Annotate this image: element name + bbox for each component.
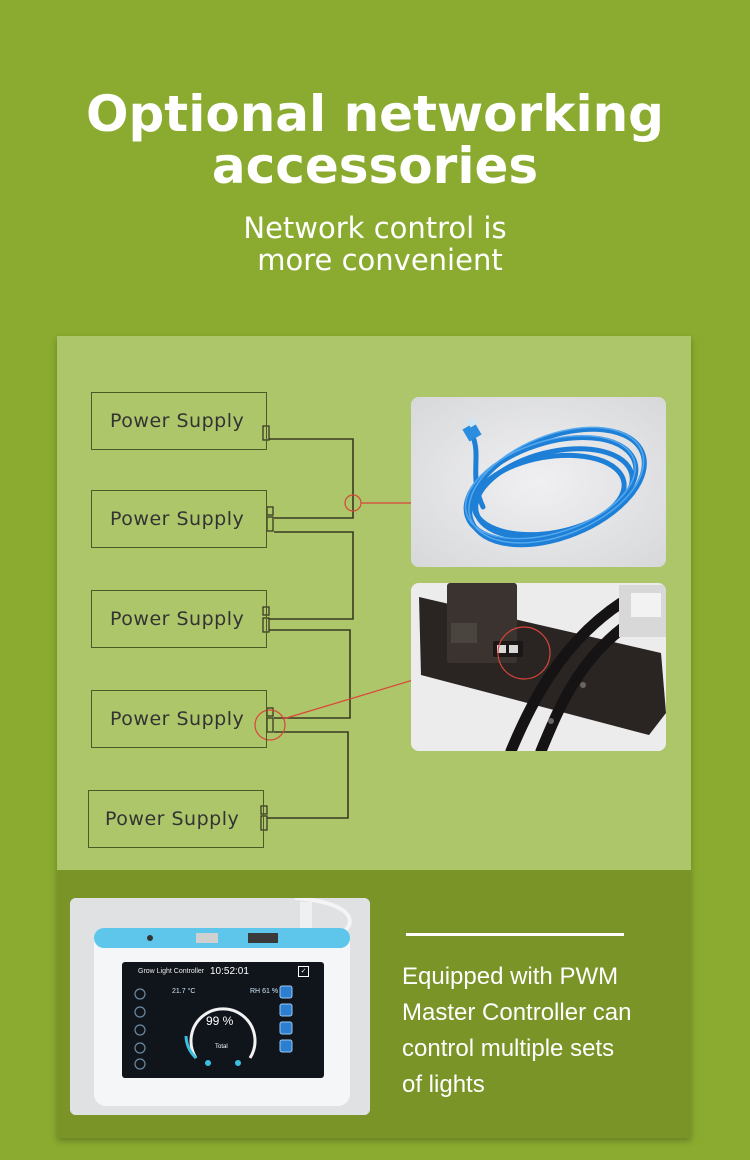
controller-photo: Grow Light Controller 10:52:01 ✓ 21.7 °C… [70,898,370,1115]
screen-temperature: 21.7 °C [172,988,195,995]
screen-humidity: RH 61 % [250,988,278,995]
subtitle-line-2: more convenient [257,243,503,277]
humidity-unit: % [271,988,279,995]
network-port-photo [411,583,666,751]
screen-app-title: Grow Light Controller [138,968,205,975]
title-line-1: Optional networking [86,85,664,143]
feature-line-4: of lights [402,1071,485,1098]
network-port-illustration [411,583,666,751]
wiring-diagram-panel: Power Supply Power Supply Power Supply P… [57,336,691,870]
title-line-2: accessories [211,137,539,195]
feature-line-3: control multiple sets [402,1035,615,1062]
content-panel: Power Supply Power Supply Power Supply P… [57,336,691,1138]
power-supply-1: Power Supply [91,392,267,450]
power-supply-5: Power Supply [88,790,264,848]
screen-gauges [134,985,293,1070]
pwm-controller-illustration [70,898,370,1115]
network-cable-photo [411,397,666,567]
feature-divider [406,933,624,936]
humidity-value: 61 [262,988,270,995]
humidity-label: RH [250,988,261,995]
page-subtitle: Network control is more convenient [0,212,750,276]
subtitle-line-1: Network control is [243,211,507,245]
feature-line-2: Master Controller can [402,999,632,1026]
power-supply-4: Power Supply [91,690,267,748]
temperature-value: 21.7 [172,988,186,995]
screen-dial-label: Total [215,1044,228,1050]
temperature-unit: °C [187,988,196,995]
screen-check-icon: ✓ [298,966,309,977]
controller-screen: Grow Light Controller 10:52:01 ✓ 21.7 °C… [126,966,322,1074]
screen-time: 10:52:01 [210,966,249,977]
screen-dial-value: 99 % [206,1014,234,1028]
feature-line-1: Equipped with PWM [402,963,619,990]
power-supply-3: Power Supply [91,590,267,648]
feature-description: Equipped with PWM Master Controller can … [402,959,672,1103]
power-supply-2: Power Supply [91,490,267,548]
page-title: Optional networking accessories [0,88,750,192]
network-cable-illustration [411,397,666,567]
